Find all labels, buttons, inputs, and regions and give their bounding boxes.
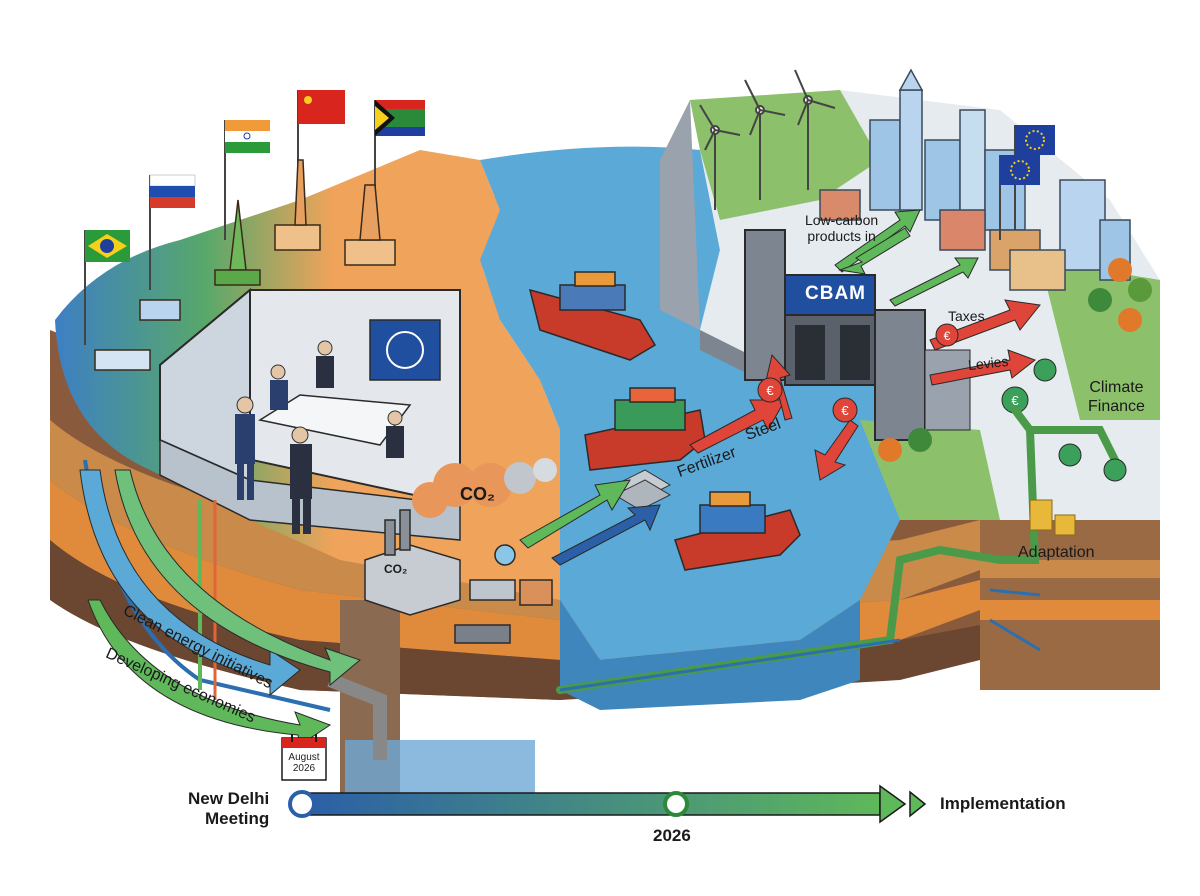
adaptation-label: Adaptation [1018, 544, 1095, 561]
timeline-2026-node [663, 791, 689, 817]
eu-flag [999, 125, 1055, 240]
brics-flags [84, 90, 425, 345]
calendar-icon [281, 734, 327, 781]
finance-pipes [556, 358, 1127, 694]
svg-text:€: € [1011, 393, 1019, 408]
timeline [288, 784, 927, 824]
cbam-tower-left [744, 229, 786, 381]
trade-arrows [519, 209, 1041, 566]
cbam-label: CBAM [805, 283, 866, 304]
svg-text:€: € [944, 329, 951, 343]
svg-text:€: € [841, 403, 849, 418]
co2-smoke-cloud [412, 458, 557, 518]
co2-factory-label: CO₂ [384, 562, 408, 576]
landmarks [94, 159, 396, 371]
factory [364, 509, 553, 644]
cargo-ships [528, 271, 801, 571]
coin-stacks [1029, 499, 1076, 536]
co2-cloud-label: CO₂ [460, 484, 495, 504]
side-arrows [79, 469, 362, 746]
timeline-start-node [288, 790, 316, 818]
implementation-label: Implementation [940, 794, 1066, 813]
wind-turbines [699, 69, 836, 210]
euro-coins: € € € € [757, 323, 1029, 423]
climate-finance-label: Climate Finance [1088, 379, 1145, 415]
taxes-label: Taxes [948, 308, 985, 324]
india-flag [225, 120, 270, 131]
trees [878, 258, 1152, 462]
cbam-tower-right [874, 309, 926, 441]
russia-flag [149, 174, 196, 187]
steel-bundle [613, 469, 672, 511]
low-carbon-label: Low-carbon products in [805, 212, 879, 244]
new-delhi-meeting-label: New Delhi Meeting [188, 789, 270, 828]
meeting-room [159, 287, 461, 541]
svg-text:€: € [766, 383, 774, 398]
calendar-text: August 2026 [288, 752, 320, 774]
china-flag [298, 90, 345, 124]
un-emblem-screen [369, 319, 441, 381]
year-2026-label: 2026 [653, 826, 691, 845]
cbam-banner [784, 274, 876, 316]
